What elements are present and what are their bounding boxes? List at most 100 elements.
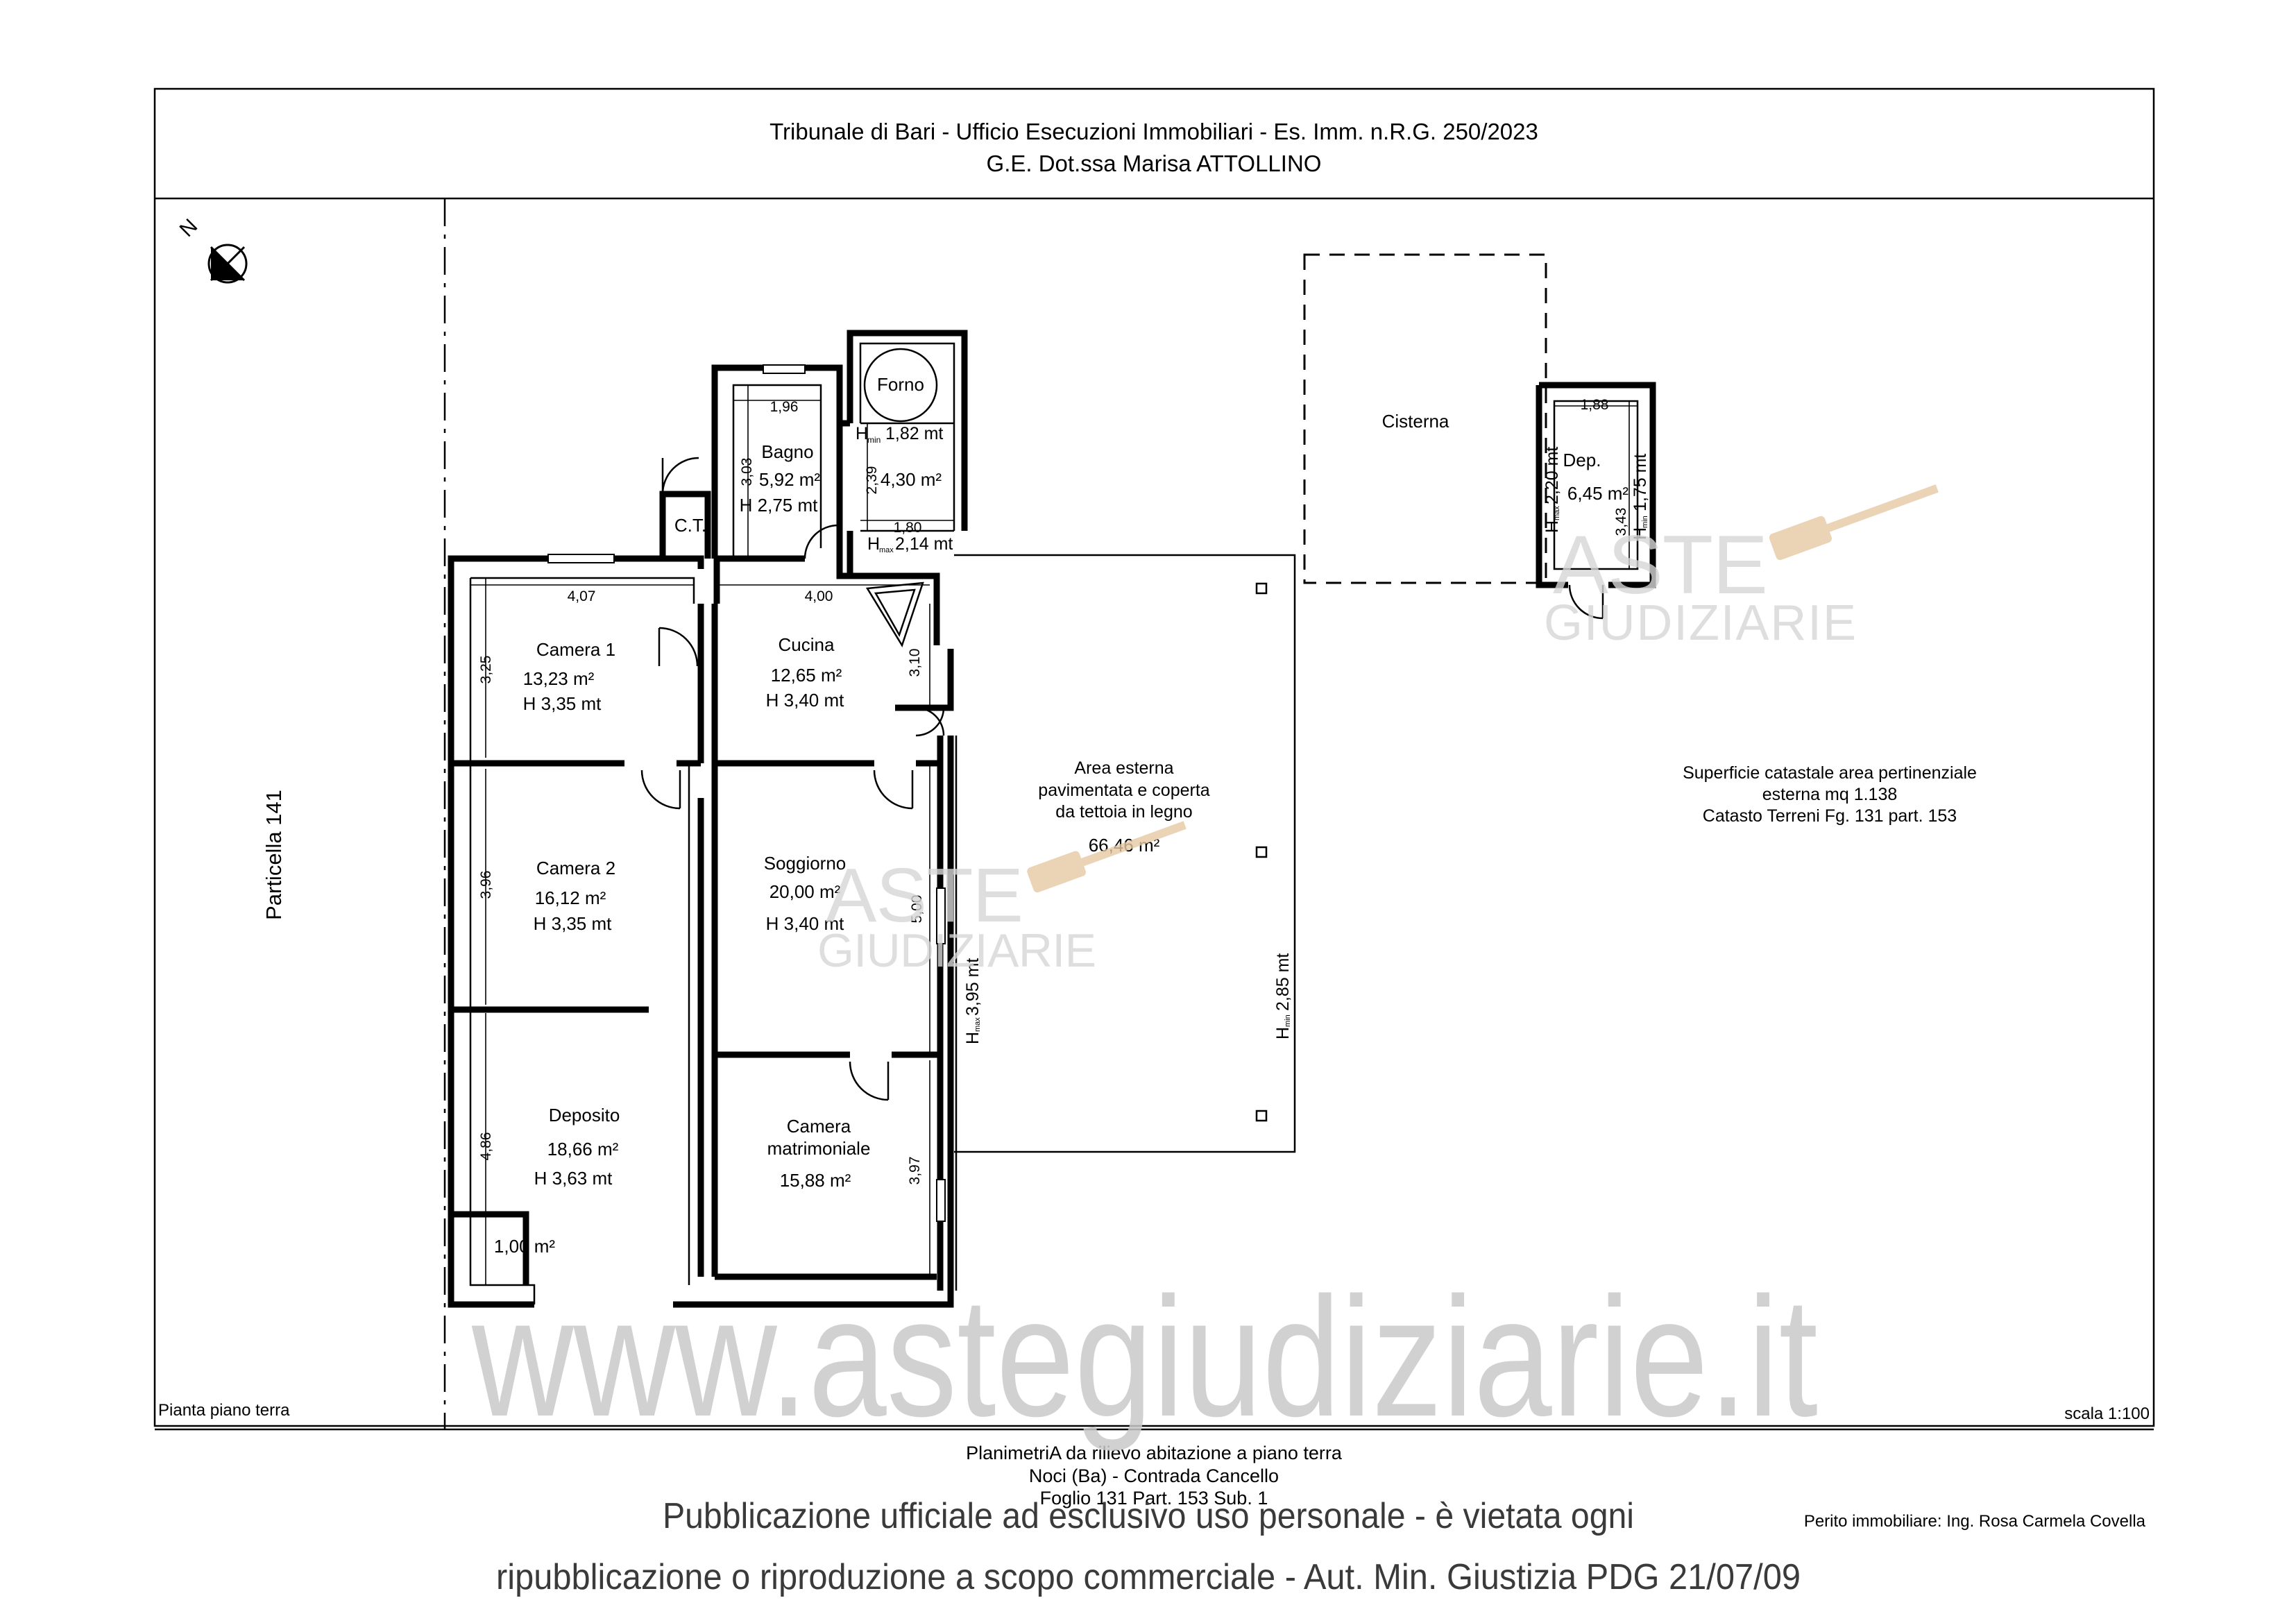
dep-hmax-h: H <box>1542 520 1562 533</box>
dim-303: 3,03 <box>739 458 755 486</box>
disclaimer-line1: Pubblicazione ufficiale ad esclusivo uso… <box>663 1496 1634 1536</box>
deposito-area: 18,66 m² <box>547 1139 619 1159</box>
room-dep: Dep. 6,45 m² H max 2,20 mt H min 1,75 mt <box>1542 447 1650 540</box>
cisterna-outline <box>1303 253 1547 584</box>
camera2-name: Camera 2 <box>536 858 615 878</box>
forno-name: Forno <box>877 374 924 395</box>
disclaimer-line2: ripubblicazione o riproduzione a scopo c… <box>496 1557 1801 1597</box>
bagno-name: Bagno <box>761 441 813 462</box>
dep-hmax-sub: max <box>1553 506 1561 520</box>
dim-500: 5,00 <box>909 895 925 924</box>
header-line1: Tribunale di Bari - Ufficio Esecuzioni I… <box>769 119 1538 144</box>
forno-hmin-val: 1,82 mt <box>885 424 943 443</box>
dim-400: 4,00 <box>805 588 833 604</box>
matrimoniale-name1: Camera <box>787 1116 851 1137</box>
soggiorno-name: Soggiorno <box>764 853 847 874</box>
forno-hmin-h: H <box>856 424 868 443</box>
aste-watermark-center-bottom: GIUDIZIARIE <box>817 924 1096 977</box>
gavel-icon <box>1027 821 1187 893</box>
side-height-h: H <box>963 1032 983 1044</box>
room-deposito: Deposito 18,66 m² H 3,63 mt <box>534 1105 620 1189</box>
camera1-area: 13,23 m² <box>523 668 595 689</box>
drawing-frame <box>153 87 2155 1431</box>
cucina-name: Cucina <box>779 634 835 655</box>
soggiorno-height: H 3,40 mt <box>766 913 844 934</box>
camera2-area: 16,12 m² <box>535 887 606 908</box>
camera1-name: Camera 1 <box>536 639 615 660</box>
room-matrimoniale: Camera matrimoniale 15,88 m² <box>767 1116 871 1191</box>
soggiorno-area: 20,00 m² <box>769 881 841 902</box>
area-esterna-hmin-sub: min <box>1284 1014 1292 1027</box>
side-height-val: 3,95 mt <box>963 958 983 1016</box>
forno-hmax-h: H <box>867 534 880 554</box>
area-esterna-line1: Area esterna <box>1074 758 1173 778</box>
cucina-height: H 3,40 mt <box>766 690 844 711</box>
dim-310: 3,10 <box>907 649 923 677</box>
matrimoniale-area: 15,88 m² <box>780 1170 851 1191</box>
superficie-line3: Catasto Terreni Fg. 131 part. 153 <box>1703 806 1957 826</box>
forno-hmax-val: 2,14 mt <box>895 534 953 554</box>
dimension-lines <box>470 385 1638 1285</box>
dep-area: 6,45 m² <box>1567 483 1629 504</box>
dep-hmin-sub: min <box>1641 516 1649 528</box>
dim-196: 1,96 <box>770 399 799 415</box>
footer-line3: Foglio 131 Part. 153 Sub. 1 <box>1040 1488 1268 1509</box>
dep-name: Dep. <box>1563 450 1601 470</box>
aste-watermark-right: ASTE GIUDIZIARIE <box>1544 484 1939 651</box>
dep-hmin-h: H <box>1631 527 1650 540</box>
gavel-icon <box>1769 484 1939 561</box>
room-bagno: Bagno 5,92 m² H 2,75 mt <box>740 441 821 516</box>
area-esterna-line3: da tettoia in legno <box>1055 802 1192 822</box>
forno-hmax-sub: max <box>879 546 894 554</box>
side-height-label: H max 3,95 mt <box>963 958 983 1044</box>
bagno-area: 5,92 m² <box>759 469 820 490</box>
particella-label: Particella 141 <box>262 790 286 920</box>
superficie-line1: Superficie catastale area pertinenziale <box>1683 763 1977 783</box>
aste-watermark-center: ASTE GIUDIZIARIE <box>817 821 1187 977</box>
area-esterna-hmin-h: H <box>1273 1027 1293 1039</box>
footer-line1: PlanimetriA da rilievo abitazione a pian… <box>966 1443 1343 1463</box>
dep-hmax-val: 2,20 mt <box>1542 447 1562 504</box>
dep-walls <box>1536 382 1656 620</box>
dim-188: 1,88 <box>1581 397 1609 413</box>
room-soggiorno: Soggiorno 20,00 m² H 3,40 mt <box>764 853 847 934</box>
small-room-area: 1,00 m² <box>494 1236 555 1257</box>
dep-hmin-val: 1,75 mt <box>1631 454 1650 511</box>
room-camera2: Camera 2 16,12 m² H 3,35 mt <box>534 858 615 934</box>
room-camera1: Camera 1 13,23 m² H 3,35 mt <box>523 639 615 714</box>
pianta-label: Pianta piano terra <box>158 1401 290 1420</box>
cisterna-name: Cisterna <box>1382 411 1449 432</box>
site-watermark: www.astegiudiziarie.it <box>471 1261 1818 1452</box>
footer-line2: Noci (Ba) - Contrada Cancello <box>1029 1465 1279 1486</box>
camera2-height: H 3,35 mt <box>534 913 612 934</box>
room-cucina: Cucina 12,65 m² H 3,40 mt <box>766 634 844 711</box>
header-line2: G.E. Dot.ssa Marisa ATTOLLINO <box>987 151 1322 176</box>
dim-343: 3,43 <box>1613 508 1629 536</box>
area-esterna-line2: pavimentata e coperta <box>1038 781 1209 800</box>
bagno-walls <box>711 364 843 559</box>
scala-label: scala 1:100 <box>2064 1404 2150 1423</box>
aste-watermark-center-top: ASTE <box>826 853 1023 938</box>
aste-watermark-right-bottom: GIUDIZIARIE <box>1544 595 1856 651</box>
forno-area: 4,30 m² <box>881 469 942 490</box>
deposito-height: H 3,63 mt <box>534 1168 613 1189</box>
ct-name: C.T. <box>674 515 706 536</box>
north-label: N <box>176 214 203 241</box>
superficie-line2: esterna mq 1.138 <box>1762 785 1898 804</box>
dim-486: 4,86 <box>478 1132 494 1161</box>
footer-perito: Perito immobiliare: Ing. Rosa Carmela Co… <box>1804 1512 2146 1531</box>
forno-walls <box>840 330 968 576</box>
north-arrow-icon: N <box>176 214 248 284</box>
dim-396: 3,96 <box>478 871 494 899</box>
ct-walls <box>659 457 711 559</box>
dim-407: 4,07 <box>568 588 596 604</box>
area-esterna-labels: Area esterna pavimentata e coperta da te… <box>1038 758 1293 1039</box>
bagno-height: H 2,75 mt <box>740 495 818 516</box>
area-esterna-outline <box>954 554 1296 1153</box>
dim-180: 1,80 <box>894 520 922 536</box>
dim-325: 3,25 <box>478 656 494 684</box>
room-forno: Forno H min 1,82 mt 4,30 m² H max 2,14 m… <box>856 374 953 554</box>
dim-239: 2,39 <box>864 466 880 495</box>
camera1-height: H 3,35 mt <box>523 693 602 714</box>
